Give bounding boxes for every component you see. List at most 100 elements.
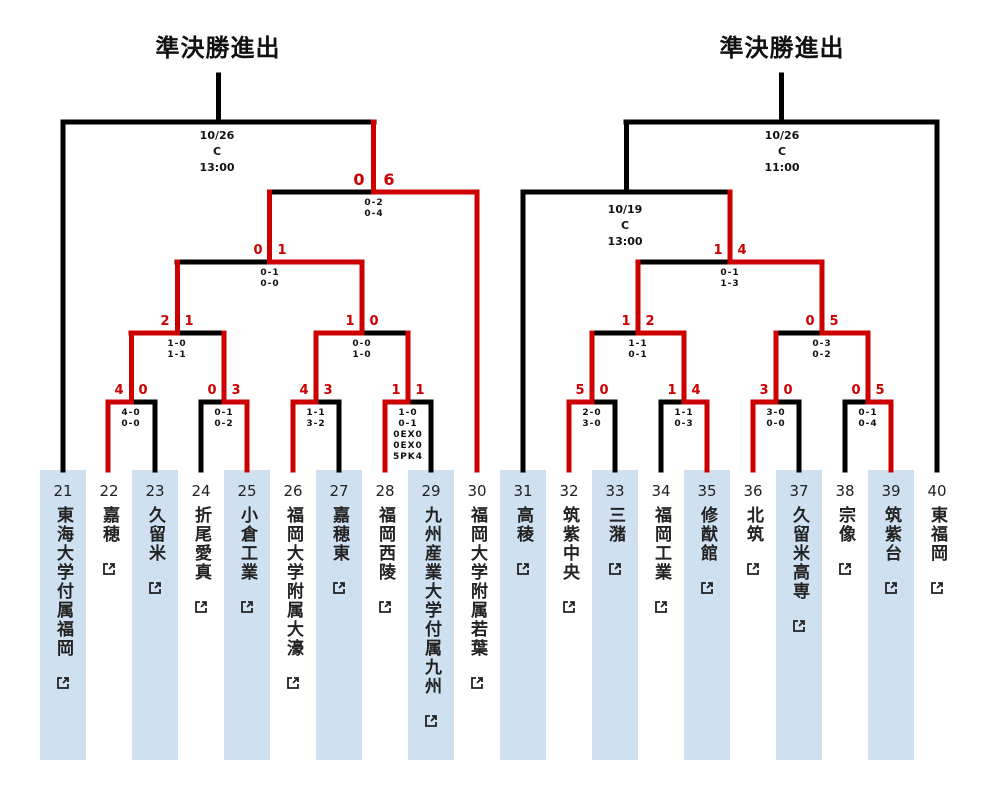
team-number: 22 <box>99 482 119 500</box>
team-name: 修猷館 <box>697 506 717 563</box>
external-link-icon[interactable] <box>424 714 438 728</box>
external-link-icon[interactable] <box>838 562 852 576</box>
schedule-left-final: 10/26 C 13:00 <box>177 128 257 176</box>
team-number: 24 <box>191 482 211 500</box>
score-left: 0 <box>353 170 365 189</box>
half-score: 0-1 <box>720 268 740 278</box>
score-right: 4 <box>691 383 701 398</box>
external-link-icon[interactable] <box>240 600 254 614</box>
score-right: 1 <box>277 243 287 258</box>
score-left: 5 <box>575 383 585 398</box>
half-score: 0EX0 <box>393 441 423 451</box>
external-link-icon[interactable] <box>700 581 714 595</box>
score-left: 1 <box>667 383 677 398</box>
external-link-icon[interactable] <box>930 581 944 595</box>
external-link-icon[interactable] <box>608 562 622 576</box>
score-left: 3 <box>759 383 769 398</box>
half-score: 1-0 <box>352 350 372 360</box>
score-right: 6 <box>383 170 395 189</box>
team-name: 福岡西陵 <box>375 506 395 582</box>
external-link-icon[interactable] <box>884 581 898 595</box>
score-right: 4 <box>737 243 747 258</box>
score-left: 1 <box>713 243 723 258</box>
external-link-icon[interactable] <box>194 600 208 614</box>
team-name: 筑紫中央 <box>559 506 579 582</box>
external-link-icon[interactable] <box>470 676 484 690</box>
half-score: 0-2 <box>364 198 384 208</box>
score-right: 3 <box>231 383 241 398</box>
schedule-date: 10/26 <box>199 129 235 142</box>
half-score: 1-1 <box>628 339 648 349</box>
half-score: 4-0 <box>121 408 141 418</box>
external-link-icon[interactable] <box>654 600 668 614</box>
score-left: 2 <box>160 314 170 329</box>
score-right: 1 <box>184 314 194 329</box>
external-link-icon[interactable] <box>562 600 576 614</box>
half-score: 0-0 <box>121 419 141 429</box>
external-link-icon[interactable] <box>286 676 300 690</box>
team-name: 福岡大学附属若葉 <box>467 506 487 658</box>
external-link-icon[interactable] <box>378 600 392 614</box>
score-right: 0 <box>599 383 609 398</box>
half-score: 2-0 <box>582 408 602 418</box>
score-right: 5 <box>829 314 839 329</box>
team-number: 33 <box>605 482 625 500</box>
half-score: 5PK4 <box>392 452 424 462</box>
team-name: 嘉穂東 <box>329 506 349 563</box>
team-number: 34 <box>651 482 671 500</box>
half-score: 0-1 <box>398 419 418 429</box>
team-name: 高稜 <box>513 506 533 544</box>
team-name: 久留米 <box>145 506 165 563</box>
half-score: 1-0 <box>398 408 418 418</box>
score-right: 0 <box>138 383 148 398</box>
half-score: 0-0 <box>766 419 786 429</box>
external-link-icon[interactable] <box>746 562 760 576</box>
team-name: 北筑 <box>743 506 763 544</box>
schedule-venue: C <box>212 145 222 158</box>
schedule-right-final: 10/26 C 11:00 <box>742 128 822 176</box>
external-link-icon[interactable] <box>792 619 806 633</box>
score-left: 0 <box>207 383 217 398</box>
team-number: 35 <box>697 482 717 500</box>
half-score: 0-3 <box>674 419 694 429</box>
score-left: 0 <box>805 314 815 329</box>
team-name: 折尾愛真 <box>191 506 211 582</box>
team-column: 22 嘉穂 <box>86 470 132 760</box>
team-name: 久留米高専 <box>789 506 809 601</box>
external-link-icon[interactable] <box>56 676 70 690</box>
external-link-icon[interactable] <box>332 581 346 595</box>
external-link-icon[interactable] <box>102 562 116 576</box>
external-link-icon[interactable] <box>516 562 530 576</box>
score-right: 0 <box>783 383 793 398</box>
team-name: 嘉穂 <box>99 506 119 544</box>
team-column: 36 北筑 <box>730 470 776 760</box>
half-score: 3-0 <box>582 419 602 429</box>
team-number: 36 <box>743 482 763 500</box>
team-number: 37 <box>789 482 809 500</box>
half-score: 0-2 <box>214 419 234 429</box>
external-link-icon[interactable] <box>148 581 162 595</box>
team-column: 24 折尾愛真 <box>178 470 224 760</box>
team-number: 40 <box>927 482 947 500</box>
team-column: 35 修猷館 <box>684 470 730 760</box>
score-right: 0 <box>369 314 379 329</box>
